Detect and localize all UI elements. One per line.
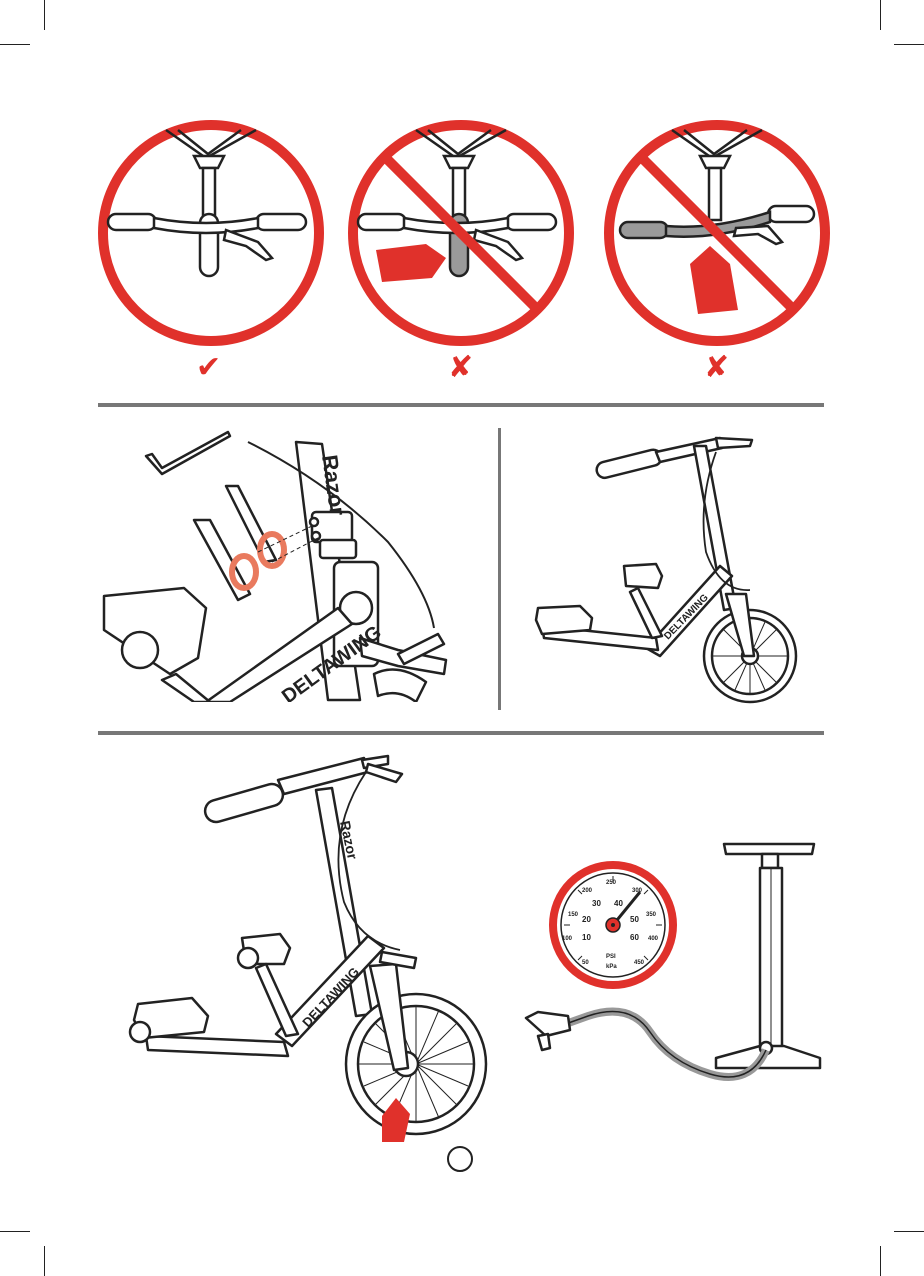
stem-clamp-tightening-illustration: DELTAWING Razor — [98, 412, 493, 702]
crop-mark — [880, 0, 881, 30]
handlebar-correct-illustration — [96, 118, 326, 348]
section-divider — [98, 403, 824, 407]
scooter-tire-inflation-illustration: Razor DELTAWING Razor — [120, 742, 510, 1142]
page-number — [447, 1146, 473, 1172]
crop-mark — [0, 44, 30, 45]
handlebar-wrong-stem-illustration — [346, 118, 576, 348]
frame-logo: DELTAWING — [662, 592, 711, 642]
incorrect-cross-mark: ✘ — [448, 350, 473, 385]
floor-pump-illustration — [520, 836, 830, 1086]
crop-mark — [880, 1246, 881, 1276]
incorrect-cross-mark: ✘ — [704, 350, 729, 385]
panel-divider — [498, 428, 501, 710]
deck-brand-logo: Razor — [548, 618, 574, 628]
handlebar-wrong-bar-illustration — [602, 118, 832, 348]
section-divider — [98, 731, 824, 735]
deck-brand-logo: Razor — [150, 1023, 181, 1035]
crop-mark — [44, 1246, 45, 1276]
crop-mark — [0, 1231, 30, 1232]
assembled-scooter-illustration: DELTAWING Razor — [520, 412, 820, 712]
crop-mark — [44, 0, 45, 30]
crop-mark — [894, 1231, 924, 1232]
crop-mark — [894, 44, 924, 45]
correct-check-mark: ✔ — [196, 350, 221, 385]
